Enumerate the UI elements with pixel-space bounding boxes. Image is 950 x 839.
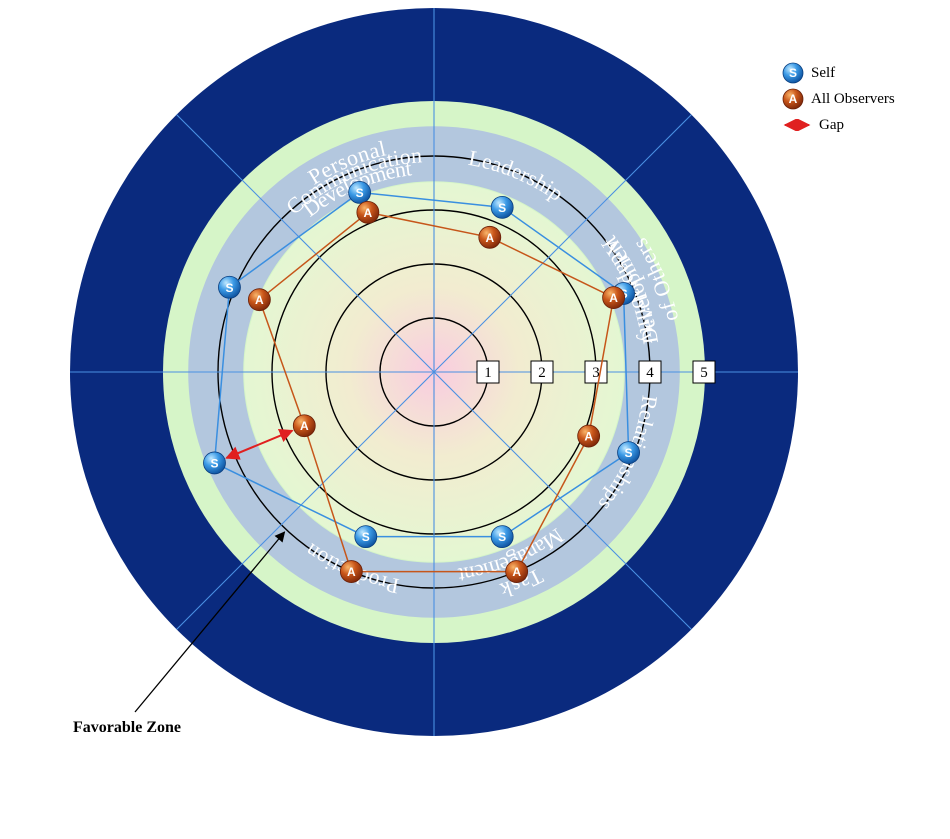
observers-marker: A [505, 560, 529, 583]
legend-label-self: Self [811, 64, 836, 81]
gap-arrow [225, 429, 294, 460]
sector-divider [176, 371, 435, 630]
self-marker: S [203, 451, 226, 475]
scale-label: 3 [592, 365, 600, 381]
marker-letter: S [362, 530, 370, 544]
marker-letter: S [625, 446, 633, 460]
marker-ball [490, 525, 514, 549]
marker-letter: A [364, 206, 373, 220]
marker-ball [247, 288, 271, 312]
self-marker: S [617, 441, 640, 464]
scale-box [638, 360, 662, 384]
svg-text:S: S [789, 66, 797, 80]
observers-marker: A [247, 288, 271, 312]
observers-marker-icon: A [782, 88, 804, 110]
legend-item-self: S Self [782, 60, 895, 86]
self-marker: S [354, 525, 378, 549]
marker-letter: S [210, 456, 218, 470]
self-marker: S [490, 195, 514, 219]
svg-text:A: A [789, 92, 798, 106]
gap-arrow-line [225, 429, 294, 460]
favorable-zone-label: Favorable Zone [73, 719, 181, 736]
marker-letter: A [347, 565, 356, 579]
observers-marker: A [478, 225, 502, 249]
scale-box [692, 360, 716, 384]
self-marker: S [348, 180, 372, 204]
marker-ball [356, 200, 380, 224]
gap-arrow-icon [782, 114, 812, 136]
sector-divider [433, 114, 692, 373]
marker-letter: A [300, 419, 309, 433]
favorable-zone-pointer [134, 531, 286, 713]
observers-marker: A [356, 200, 380, 224]
observers-marker: A [602, 286, 626, 310]
marker-ball [617, 441, 640, 464]
self-marker: S [490, 525, 514, 549]
observers-marker: A [339, 560, 363, 583]
marker-letter: A [584, 430, 593, 444]
scale-label: 1 [484, 365, 492, 381]
legend-label-observers: All Observers [811, 90, 895, 107]
marker-ball [602, 286, 626, 310]
sector-divider [176, 114, 435, 373]
marker-letter: A [609, 291, 618, 305]
marker-ball [348, 180, 372, 204]
scale-label: 5 [700, 365, 708, 381]
marker-letter: S [225, 281, 233, 295]
marker-letter: S [356, 186, 364, 200]
marker-ball [203, 451, 226, 475]
marker-letter: A [512, 565, 521, 579]
sector-dividers [70, 8, 798, 736]
observers-marker: A [577, 424, 601, 448]
scale-label: 2 [538, 365, 546, 381]
self-marker: S [218, 275, 241, 299]
sector-divider [433, 371, 692, 630]
marker-letter: S [498, 201, 506, 215]
marker-ball [577, 424, 601, 448]
marker-letter: A [255, 293, 264, 307]
marker-ball [218, 275, 241, 299]
marker-ball [354, 525, 378, 549]
legend-item-gap: Gap [782, 112, 895, 138]
scale-label: 4 [646, 365, 654, 381]
observers-marker: A [292, 414, 316, 438]
legend-item-observers: A All Observers [782, 86, 895, 112]
legend: S Self A All Observers Gap [782, 60, 895, 138]
marker-ball [478, 225, 502, 249]
marker-ball [490, 195, 514, 219]
scale-box [476, 360, 500, 384]
series-markers: SSSSSSSSAAAAAAAA [203, 180, 640, 583]
marker-letter: S [498, 530, 506, 544]
self-marker-icon: S [782, 62, 804, 84]
favorable-zone-arrow [134, 531, 286, 713]
legend-label-gap: Gap [819, 116, 844, 133]
marker-ball [292, 414, 316, 438]
scale-box [530, 360, 554, 384]
marker-ball [505, 560, 529, 583]
marker-ball [339, 560, 363, 583]
marker-letter: A [485, 231, 494, 245]
